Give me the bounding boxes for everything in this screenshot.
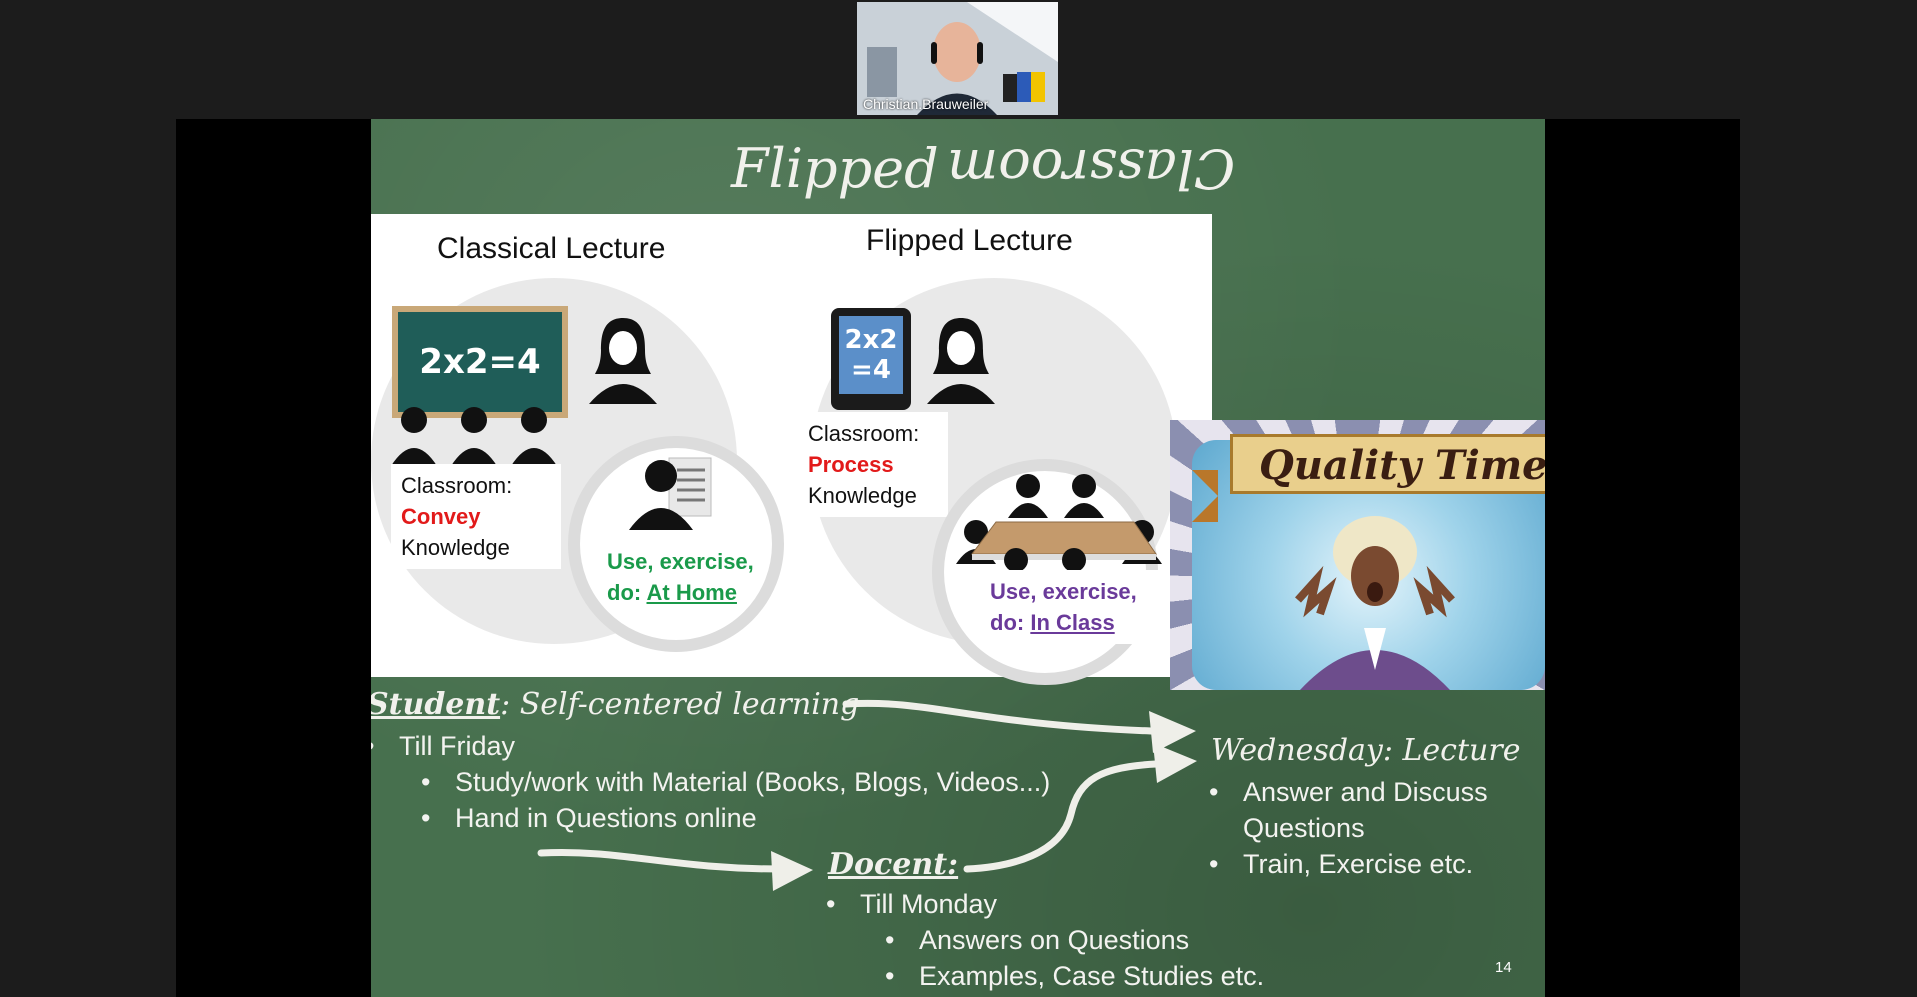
teacher-icon-flipped — [921, 314, 1001, 404]
docent-heading: Docent: — [828, 847, 958, 882]
answer-discuss-text: Answer and Discuss — [1243, 777, 1488, 807]
tablet-text-line-1: 2x2 — [845, 325, 898, 355]
title-word-classroom-upside-down: Classroom — [947, 137, 1235, 200]
arrowhead-wednesday-bottom — [1153, 743, 1197, 783]
train-exercise-text: Train, Exercise etc. — [1243, 849, 1473, 879]
wednesday-heading: Wednesday: Lecture — [1211, 733, 1520, 768]
student-sub-bullet-1: •Study/work with Material (Books, Blogs,… — [421, 767, 1050, 798]
knowledge-text: Knowledge — [401, 532, 551, 563]
process-text: Process — [808, 449, 938, 480]
quality-time-banner: Quality Time — [1230, 434, 1545, 494]
quality-time-ribbon — [1192, 470, 1218, 522]
wednesday-bullet-2: •Train, Exercise etc. — [1209, 849, 1473, 880]
docent-sub-bullet-1: •Answers on Questions — [885, 925, 1189, 956]
participant-name-label: Christian.Brauweiler — [863, 96, 988, 112]
tablet-screen: 2x2 =4 — [839, 316, 903, 394]
class-exercise-prefix: Use, exercise, — [990, 576, 1160, 607]
title-word-flipped: Flipped — [731, 137, 939, 200]
classroom-label-text-flipped: Classroom: — [808, 418, 938, 449]
teacher-icon — [583, 314, 663, 404]
classical-classroom-label: Classroom: Convey Knowledge — [391, 464, 561, 569]
at-home-text: At Home — [647, 580, 737, 605]
student-with-document-icon — [627, 454, 727, 532]
home-exercise-prefix: Use, exercise, — [607, 546, 765, 577]
student-sub-bullet-2: •Hand in Questions online — [421, 803, 757, 834]
arrow-student-to-docent — [541, 852, 781, 869]
participant-video-tile[interactable]: Christian.Brauweiler — [857, 2, 1058, 115]
wednesday-bullet-1: •Answer and Discuss — [1209, 777, 1488, 808]
arrowhead-docent — [771, 851, 813, 891]
student-bullet: •Till Friday — [371, 731, 515, 762]
knowledge-text-flipped: Knowledge — [808, 480, 938, 511]
class-do-text: do: — [990, 610, 1030, 635]
till-friday-text: Till Friday — [399, 731, 515, 761]
home-exercise-label: Use, exercise, do: At Home — [597, 540, 775, 614]
hand-in-questions-text: Hand in Questions online — [455, 803, 757, 833]
student-heading-rest: : Self-centered learning — [500, 687, 859, 722]
tablet-icon: 2x2 =4 — [831, 308, 911, 410]
arrowhead-wednesday-top — [1149, 711, 1196, 753]
excited-person-illustration — [1280, 510, 1470, 690]
docent-bullet: •Till Monday — [826, 889, 997, 920]
student-label: Student — [371, 687, 500, 722]
arrow-student-to-wednesday — [846, 703, 1151, 731]
tablet-text-line-2: =4 — [851, 355, 891, 385]
answers-on-questions-text: Answers on Questions — [919, 925, 1189, 955]
lecture-comparison-panel: Classical Lecture Flipped Lecture 2x2=4 … — [371, 214, 1212, 677]
chalkboard-icon: 2x2=4 — [392, 306, 568, 418]
quality-time-image: Quality Time — [1170, 420, 1545, 690]
flipped-classroom-label: Classroom: Process Knowledge — [798, 412, 948, 517]
docent-sub-bullet-2: •Examples, Case Studies etc. — [885, 961, 1264, 992]
flipped-lecture-heading: Flipped Lecture — [866, 224, 1073, 258]
student-heading: Student: Self-centered learning — [371, 687, 859, 722]
classical-lecture-heading: Classical Lecture — [437, 232, 665, 266]
slide-number: 14 — [1495, 959, 1512, 976]
students-icon — [386, 406, 566, 468]
wednesday-bullet-1-continued: Questions — [1243, 813, 1365, 844]
home-do-text: do: — [607, 580, 647, 605]
examples-case-studies-text: Examples, Case Studies etc. — [919, 961, 1264, 991]
class-exercise-label: Use, exercise, do: In Class — [980, 570, 1170, 644]
in-class-text: In Class — [1030, 610, 1114, 635]
till-monday-text: Till Monday — [860, 889, 997, 919]
classroom-label-text: Classroom: — [401, 470, 551, 501]
study-material-text: Study/work with Material (Books, Blogs, … — [455, 767, 1050, 797]
convey-text: Convey — [401, 501, 551, 532]
chalkboard-text: 2x2=4 — [419, 342, 540, 382]
